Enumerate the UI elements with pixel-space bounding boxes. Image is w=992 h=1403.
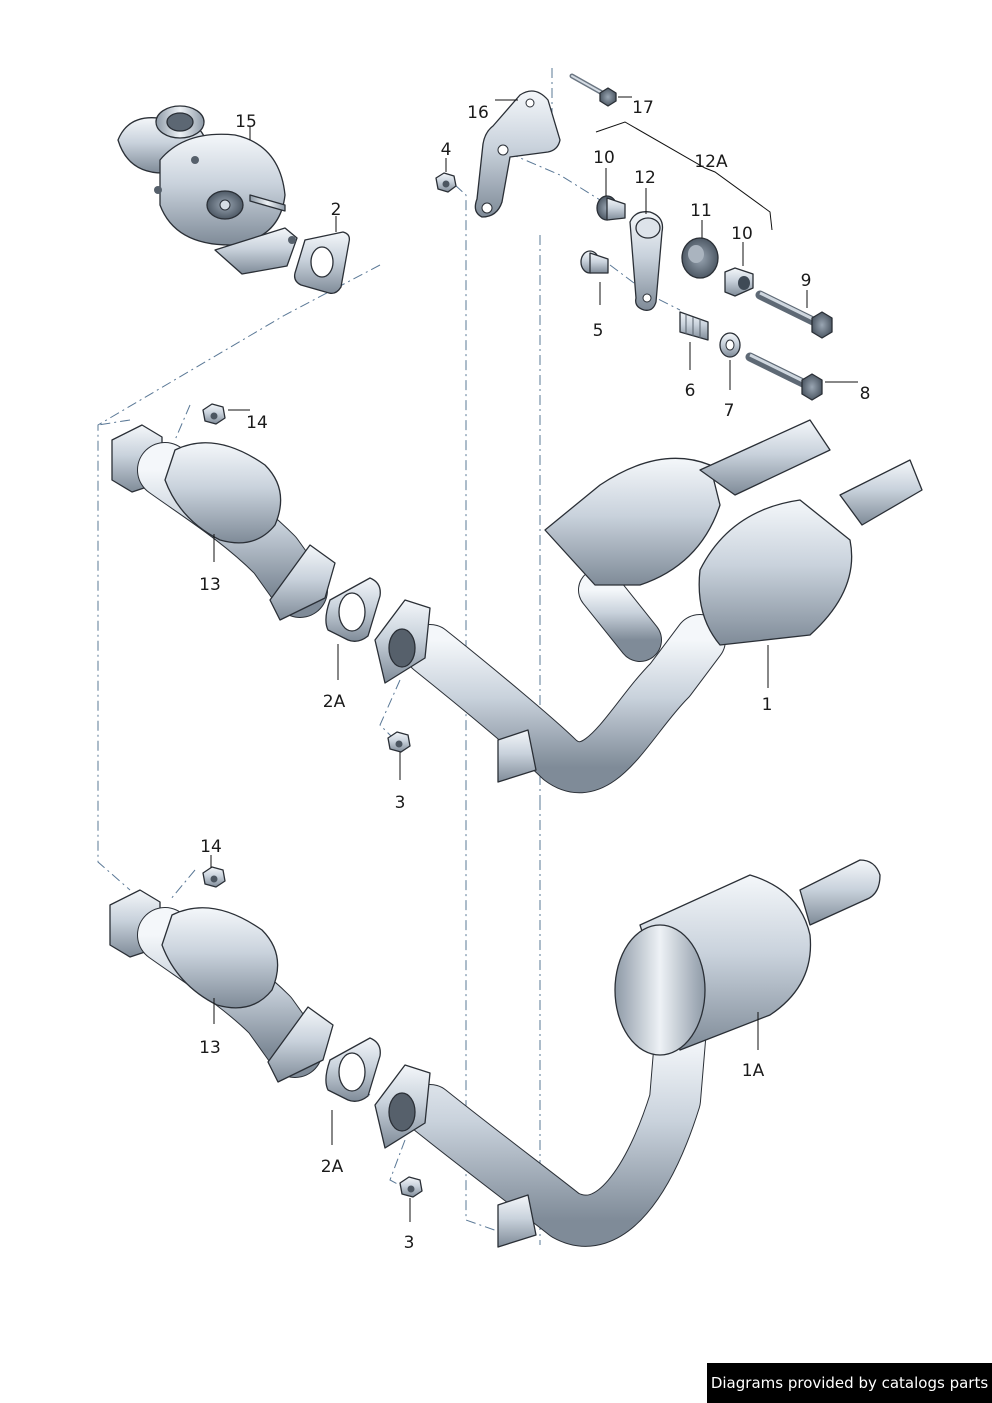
callout-5: 5	[593, 321, 604, 341]
callout-1: 1	[762, 695, 773, 715]
gasket-2	[293, 231, 351, 295]
callout-16: 16	[467, 103, 489, 123]
bolt-9	[755, 290, 833, 339]
front-pipe-13-upper	[111, 424, 336, 621]
gasket-2a-lower	[325, 1037, 381, 1102]
callout-2a-upper: 2A	[323, 692, 346, 712]
gasket-2a-upper	[325, 577, 381, 642]
catalytic-converter-1a	[374, 859, 881, 1248]
bush-10-upper	[596, 195, 626, 221]
footer-credit-banner: Diagrams provided by catalogs parts	[707, 1363, 992, 1403]
washer-7	[719, 332, 741, 358]
nut-3-lower	[399, 1176, 423, 1198]
callout-11: 11	[690, 201, 712, 221]
callout-1a: 1A	[742, 1061, 765, 1081]
front-pipe-13-lower	[109, 889, 334, 1083]
callout-14-upper: 14	[246, 413, 268, 433]
callout-labels: 15 2 4 16 17 10 12 12A 11 10 9 5 6 7 8 1…	[199, 98, 870, 1253]
callout-12: 12	[634, 168, 656, 188]
catalytic-converter-1	[374, 419, 923, 794]
callout-10-upper: 10	[593, 148, 615, 168]
callout-13-lower: 13	[199, 1038, 221, 1058]
sleeve-6	[679, 311, 709, 341]
nut-3-upper	[387, 731, 411, 753]
link-12	[629, 211, 664, 311]
callout-2: 2	[331, 200, 342, 220]
callout-17: 17	[632, 98, 654, 118]
nut-14-lower	[202, 866, 226, 888]
bush-10-lower	[724, 267, 754, 297]
bolt-8	[745, 352, 823, 401]
nut-4	[435, 172, 457, 193]
callout-15: 15	[235, 112, 257, 132]
nut-14-upper	[202, 403, 226, 425]
callout-9: 9	[801, 271, 812, 291]
callout-12a: 12A	[694, 152, 728, 172]
bracket-16	[474, 90, 561, 218]
callout-13-upper: 13	[199, 575, 221, 595]
callout-3-lower: 3	[404, 1233, 415, 1253]
callout-3-upper: 3	[395, 793, 406, 813]
leader-lines	[210, 96, 858, 1222]
callout-6: 6	[685, 381, 696, 401]
callout-7: 7	[724, 401, 735, 421]
callout-8: 8	[860, 384, 871, 404]
footer-credit-text: Diagrams provided by catalogs parts	[710, 1374, 989, 1392]
bush-5	[580, 250, 609, 274]
turbocharger	[117, 105, 298, 275]
callout-2a-lower: 2A	[321, 1157, 344, 1177]
bolt-17	[569, 73, 617, 107]
callout-14-lower: 14	[200, 837, 222, 857]
rubber-mount-11	[681, 237, 719, 279]
callout-10-lower: 10	[731, 224, 753, 244]
callout-4: 4	[441, 140, 452, 160]
